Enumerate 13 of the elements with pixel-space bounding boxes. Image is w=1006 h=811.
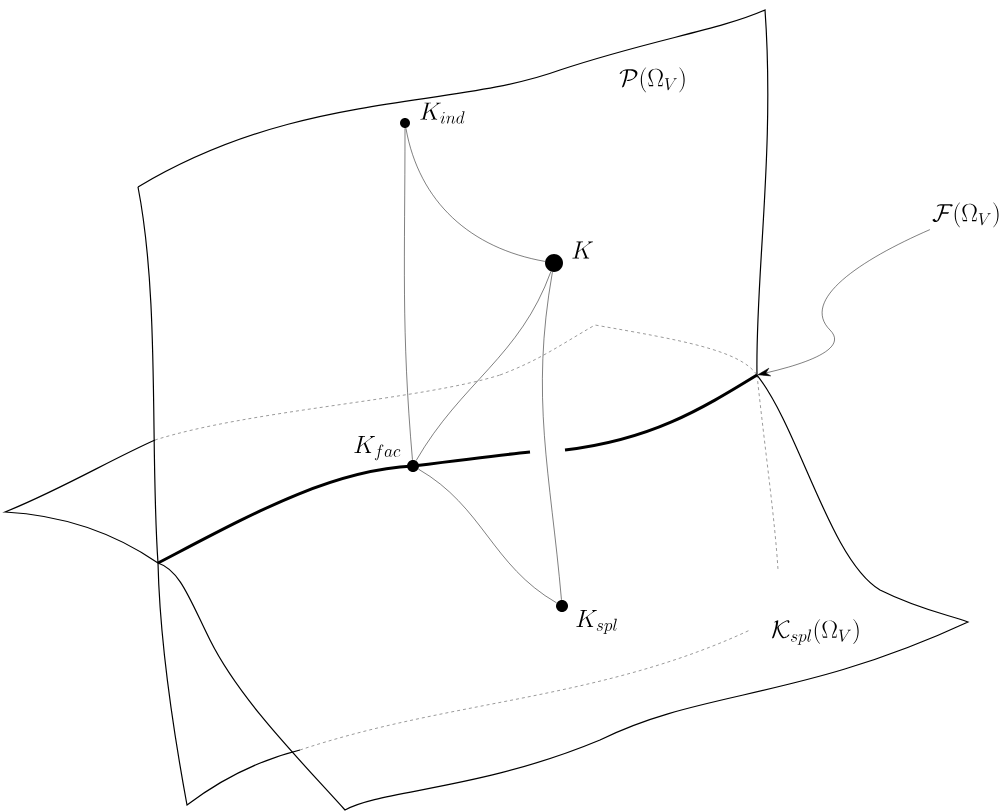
- node-label: $K_{fac}$: [354, 435, 401, 461]
- math-label: $\mathcal{K}_{spl}(\Omega_V)$: [771, 619, 859, 645]
- connecting-curve: [418, 468, 557, 604]
- node-label: $K$: [572, 241, 593, 259]
- connecting-curve: [542, 271, 562, 601]
- connecting-curve: [405, 127, 546, 262]
- leader-arrow: [757, 229, 931, 377]
- math-label: $\mathcal{F}(\Omega_V)$: [932, 202, 999, 228]
- node-label: $K_{spl}$: [576, 609, 617, 635]
- connecting-curve: [404, 127, 413, 461]
- math-label: $\mathcal{P}(\Omega_V)$: [619, 67, 685, 93]
- connecting-curve: [415, 271, 552, 461]
- node-label: $K_{ind}$: [420, 102, 465, 124]
